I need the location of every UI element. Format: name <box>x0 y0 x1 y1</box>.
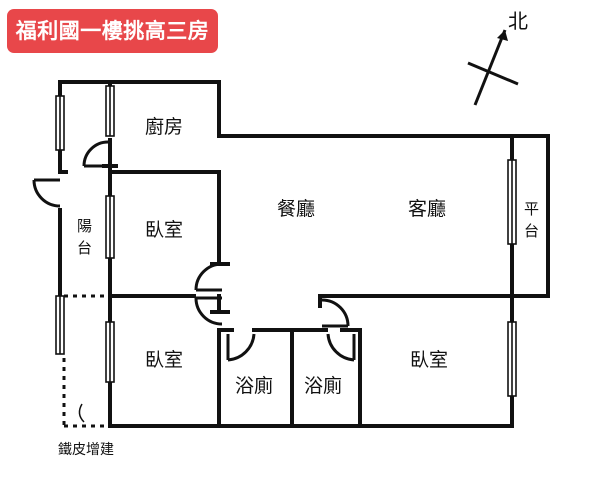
dining-label: 餐廳 <box>277 198 315 220</box>
bath-right-label: 浴廁 <box>304 374 342 397</box>
door-swings <box>32 140 356 362</box>
kitchen-label: 廚房 <box>145 115 183 138</box>
balcony-label-1: 陽 <box>77 217 92 235</box>
walls <box>58 80 550 428</box>
bedroom-right-label: 臥室 <box>410 349 448 371</box>
windows <box>55 85 517 397</box>
platform-label-1: 平 <box>524 200 539 218</box>
north-compass-icon: 北 <box>467 9 528 106</box>
bath-left-label: 浴廁 <box>235 374 273 397</box>
annotation-pointer <box>78 403 85 423</box>
iron-addition-outline <box>62 294 110 428</box>
title-badge: 福利國一樓挑高三房 <box>7 9 218 53</box>
balcony-label-2: 台 <box>77 239 92 257</box>
platform-label-2: 台 <box>524 222 539 240</box>
bedroom-lower-left-label: 臥室 <box>145 349 183 371</box>
iron-addition-label: 鐵皮增建 <box>58 441 114 458</box>
bedroom-upper-left-label: 臥室 <box>145 219 183 241</box>
compass-label: 北 <box>508 9 528 33</box>
living-label: 客廳 <box>408 198 446 220</box>
